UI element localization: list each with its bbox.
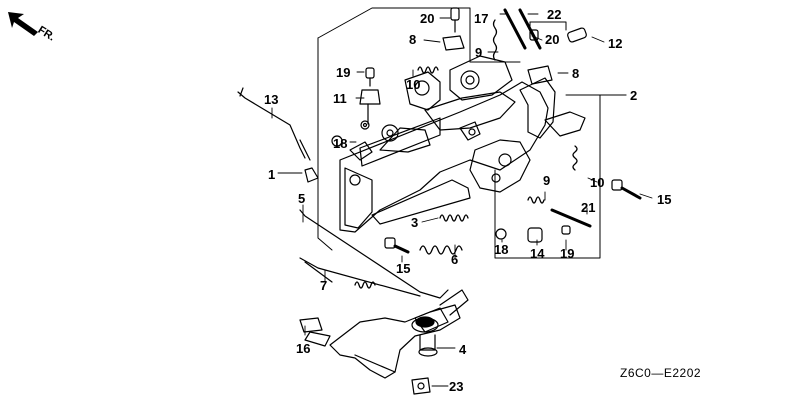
callout-19-lower: 19 — [560, 246, 575, 261]
callout-15-lower: 15 — [396, 261, 411, 276]
fasteners — [304, 7, 642, 395]
callout-23: 23 — [449, 379, 464, 394]
governor-lever — [299, 289, 469, 379]
callout-12: 12 — [608, 36, 623, 51]
callout-18-lower: 18 — [494, 242, 509, 257]
drawing-code: Z6C0—E2202 — [620, 366, 702, 380]
callout-3: 3 — [411, 215, 419, 230]
callout-22: 22 — [547, 7, 562, 22]
front-direction-arrow-icon — [8, 12, 38, 36]
callout-4: 4 — [459, 342, 467, 357]
callout-1: 1 — [268, 167, 276, 182]
callout-8-upper: 8 — [409, 32, 417, 47]
callout-11: 11 — [333, 91, 347, 106]
assembly-bracket-lines — [317, 7, 627, 259]
callout-2: 2 — [630, 88, 638, 103]
callout-9-upper: 9 — [475, 45, 483, 60]
callout-14: 14 — [530, 246, 545, 261]
callout-6: 6 — [451, 252, 459, 267]
callout-16: 16 — [296, 341, 311, 356]
callout-15-right: 15 — [657, 192, 672, 207]
callout-10-left: 10 — [406, 77, 421, 92]
springs — [354, 19, 578, 289]
callout-10-right: 10 — [590, 175, 605, 190]
callout-19-left: 19 — [336, 65, 351, 80]
callout-9-lower: 9 — [543, 173, 551, 188]
callout-5: 5 — [298, 191, 306, 206]
leader-lines — [271, 13, 653, 387]
callout-21: 21 — [581, 200, 596, 215]
callout-20-right: 20 — [545, 32, 560, 47]
callout-17: 17 — [474, 11, 489, 26]
callout-13: 13 — [264, 92, 279, 107]
callout-8-right: 8 — [572, 66, 580, 81]
callout-20-left: 20 — [420, 11, 435, 26]
callout-7: 7 — [320, 278, 328, 293]
control-rods — [237, 87, 449, 299]
callout-18-left: 18 — [333, 136, 348, 151]
control-base-plate — [339, 55, 586, 233]
